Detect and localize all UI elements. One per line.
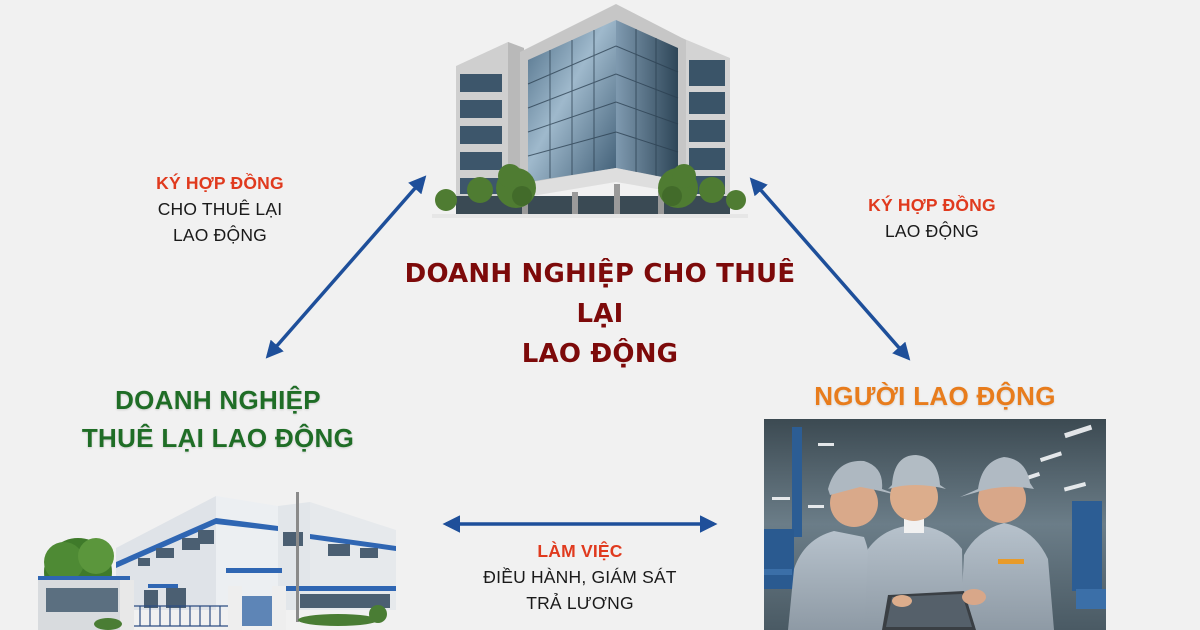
edge-label-lessee-worker: LÀM VIỆC ĐIỀU HÀNH, GIÁM SÁT TRẢ LƯƠNG bbox=[440, 538, 720, 616]
edge-label-detail: CHO THUÊ LẠI bbox=[157, 199, 283, 219]
node-title-lessee: DOANH NGHIỆP THUÊ LẠI LAO ĐỘNG bbox=[60, 381, 376, 457]
edge-label-detail: TRẢ LƯƠNG bbox=[526, 593, 634, 613]
node-title-worker: NGƯỜI LAO ĐỘNG bbox=[814, 381, 1056, 411]
edge-label-detail: ĐIỀU HÀNH, GIÁM SÁT bbox=[483, 567, 677, 587]
factory-workers-photo bbox=[764, 419, 1106, 630]
factory-building-image bbox=[38, 480, 396, 630]
edge-label-detail: LAO ĐỘNG bbox=[173, 225, 267, 245]
arrow-lessor-lessee bbox=[265, 175, 427, 359]
office-building-image bbox=[432, 0, 748, 218]
edge-label-lessor-lessee: KÝ HỢP ĐỒNG CHO THUÊ LẠI LAO ĐỘNG bbox=[110, 170, 330, 248]
node-title-line: THUÊ LẠI LAO ĐỘNG bbox=[81, 423, 355, 453]
arrow-lessor-worker bbox=[749, 177, 911, 361]
node-title-lessor: DOANH NGHIỆP CHO THUÊ LẠI LAO ĐỘNG bbox=[380, 254, 820, 374]
node-title-line: LAO ĐỘNG bbox=[521, 339, 679, 369]
edge-label-lessor-worker: KÝ HỢP ĐỒNG LAO ĐỘNG bbox=[822, 192, 1042, 244]
node-title-line: DOANH NGHIỆP bbox=[115, 385, 321, 415]
edge-label-action: KÝ HỢP ĐỒNG bbox=[868, 195, 996, 215]
edge-label-action: KÝ HỢP ĐỒNG bbox=[156, 173, 284, 193]
edge-label-detail: LAO ĐỘNG bbox=[885, 221, 979, 241]
node-title-line: DOANH NGHIỆP CHO THUÊ LẠI bbox=[404, 259, 796, 329]
edge-label-action: LÀM VIỆC bbox=[537, 541, 623, 561]
